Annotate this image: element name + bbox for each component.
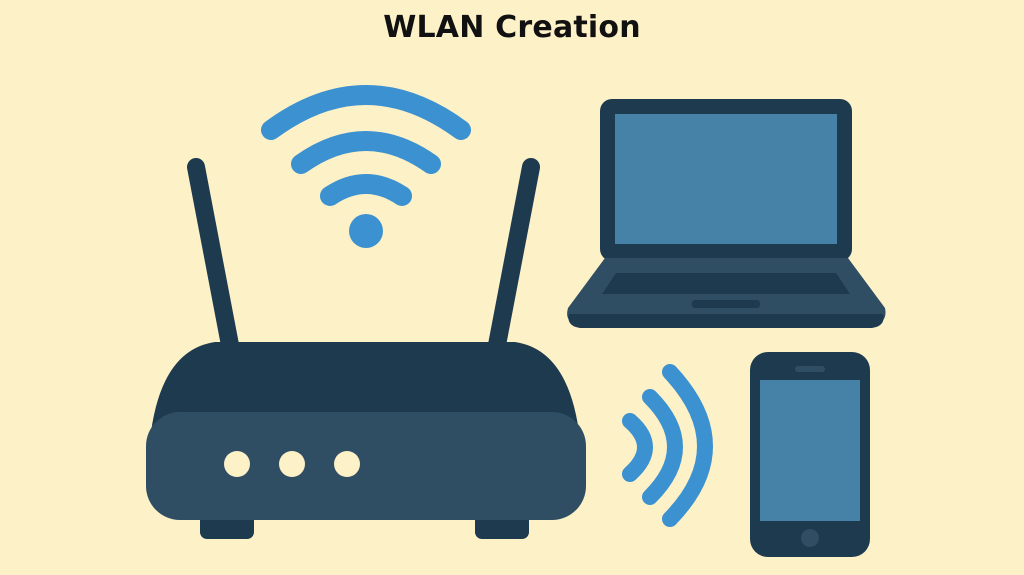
router-led bbox=[224, 451, 250, 477]
laptop-icon bbox=[567, 99, 886, 328]
router-led bbox=[334, 451, 360, 477]
laptop-keyboard bbox=[602, 273, 850, 294]
router-led bbox=[279, 451, 305, 477]
router-body bbox=[146, 412, 586, 520]
page-title: WLAN Creation bbox=[383, 10, 641, 45]
antenna-left bbox=[187, 158, 239, 354]
signal-waves-icon bbox=[622, 364, 713, 527]
antenna-right bbox=[488, 158, 540, 354]
phone-speaker bbox=[795, 366, 825, 372]
smartphone-icon bbox=[750, 352, 870, 557]
phone-screen bbox=[760, 380, 860, 521]
laptop-trackpad bbox=[692, 300, 760, 308]
wifi-icon bbox=[261, 85, 471, 248]
router-icon bbox=[146, 158, 586, 539]
phone-home-button bbox=[801, 529, 819, 547]
laptop-screen bbox=[615, 114, 837, 244]
